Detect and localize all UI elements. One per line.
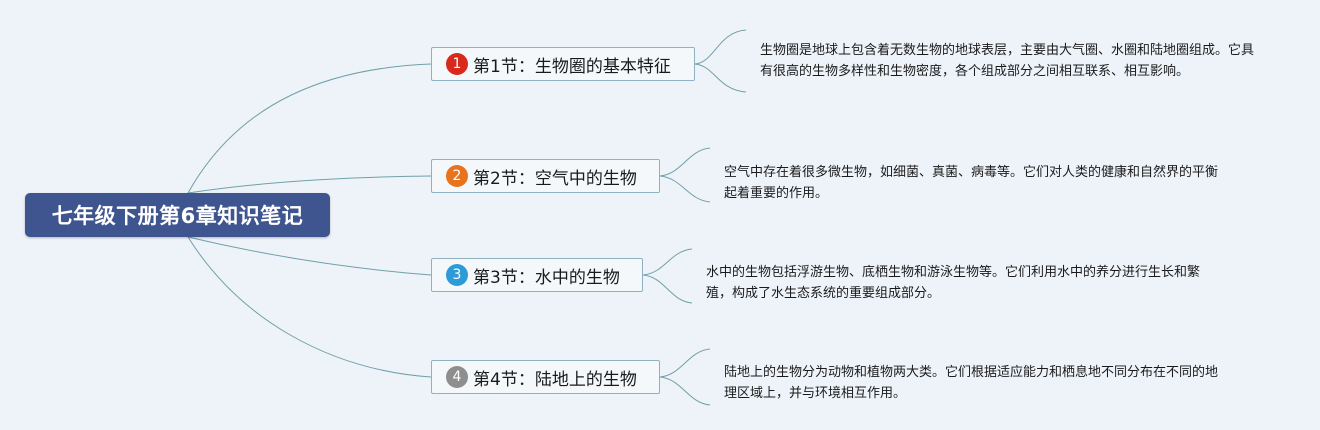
desc-link-1-bottom bbox=[694, 63, 747, 93]
root-link-2 bbox=[187, 175, 432, 194]
section-node-1[interactable]: 1 第1节：生物圈的基本特征 bbox=[431, 47, 695, 81]
number-badge-icon: 2 bbox=[446, 165, 468, 187]
desc-link-3-top bbox=[642, 248, 693, 276]
section-desc-3: 水中的生物包括浮游生物、底栖生物和游泳生物等。它们利用水中的养分进行生长和繁殖，… bbox=[706, 265, 1201, 301]
section-desc-2: 空气中存在着很多微生物，如细菌、真菌、病毒等。它们对人类的健康和自然界的平衡起着… bbox=[724, 165, 1219, 201]
desc-link-1-top bbox=[694, 29, 747, 65]
section-desc-1: 生物圈是地球上包含着无数生物的地球表层，主要由大气圈、水圈和陆地圈组成。它具有很… bbox=[760, 43, 1255, 79]
section-node-4[interactable]: 4 第4节：陆地上的生物 bbox=[431, 360, 660, 394]
section-node-3[interactable]: 3 第3节：水中的生物 bbox=[431, 258, 643, 292]
root-title: 七年级下册第6章知识笔记 bbox=[51, 204, 304, 228]
desc-link-3-bottom bbox=[642, 274, 693, 304]
number-badge-icon: 3 bbox=[446, 264, 468, 286]
desc-link-2-bottom bbox=[659, 175, 711, 203]
section-title: 第4节：陆地上的生物 bbox=[473, 369, 637, 390]
desc-link-4-top bbox=[659, 348, 711, 378]
section-desc-4: 陆地上的生物分为动物和植物两大类。它们根据适应能力和栖息地不同分布在不同的地理区… bbox=[724, 365, 1219, 401]
section-node-2[interactable]: 2 第2节：空气中的生物 bbox=[431, 159, 660, 193]
section-title: 第1节：生物圈的基本特征 bbox=[473, 56, 671, 77]
number-badge-icon: 4 bbox=[446, 366, 468, 388]
desc-link-4-bottom bbox=[659, 376, 711, 406]
desc-link-2-top bbox=[659, 147, 711, 177]
root-link-1 bbox=[187, 63, 432, 194]
section-title: 第3节：水中的生物 bbox=[473, 267, 620, 288]
root-topic[interactable]: 七年级下册第6章知识笔记 bbox=[25, 193, 330, 237]
section-title: 第2节：空气中的生物 bbox=[473, 168, 637, 189]
number-badge-icon: 1 bbox=[446, 53, 468, 75]
root-link-4 bbox=[187, 236, 432, 378]
root-link-3 bbox=[187, 236, 432, 276]
